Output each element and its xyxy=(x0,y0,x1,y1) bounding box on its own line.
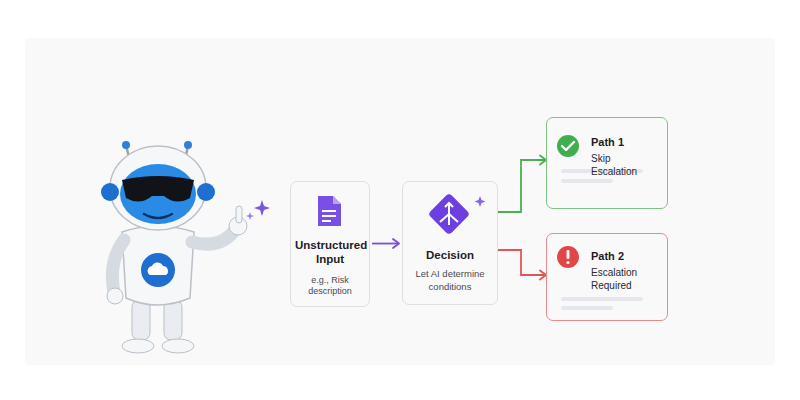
connector-arrow xyxy=(372,243,399,245)
node-description: e.g., Risk description xyxy=(295,275,365,298)
node-description: Escalation Required xyxy=(591,266,659,292)
input-box: Unstructured Input e.g., Risk description xyxy=(290,181,370,307)
check-icon xyxy=(557,135,579,157)
node-title: Path 2 xyxy=(591,250,659,264)
node-title: Decision xyxy=(407,248,493,262)
connector-arrow xyxy=(498,160,546,212)
background-panel xyxy=(25,38,775,365)
decision-box: DecisionLet AI determine conditions xyxy=(402,181,498,305)
path-box: Path 1 Skip Escalation xyxy=(546,117,668,209)
placeholder-lines xyxy=(561,297,643,310)
node-description: Let AI determine conditions xyxy=(407,268,493,293)
node-description: Skip Escalation xyxy=(591,152,659,178)
node-title: Path 1 xyxy=(591,136,659,150)
node-title: Unstructured Input xyxy=(295,238,365,267)
alert-icon xyxy=(557,246,579,268)
document-icon xyxy=(318,196,341,226)
path-box: Path 2 Escalation Required xyxy=(546,233,668,321)
arrow-head xyxy=(393,239,399,248)
robot-mascot xyxy=(101,141,270,353)
decision-icon xyxy=(428,193,486,235)
connector-arrow xyxy=(498,250,546,275)
